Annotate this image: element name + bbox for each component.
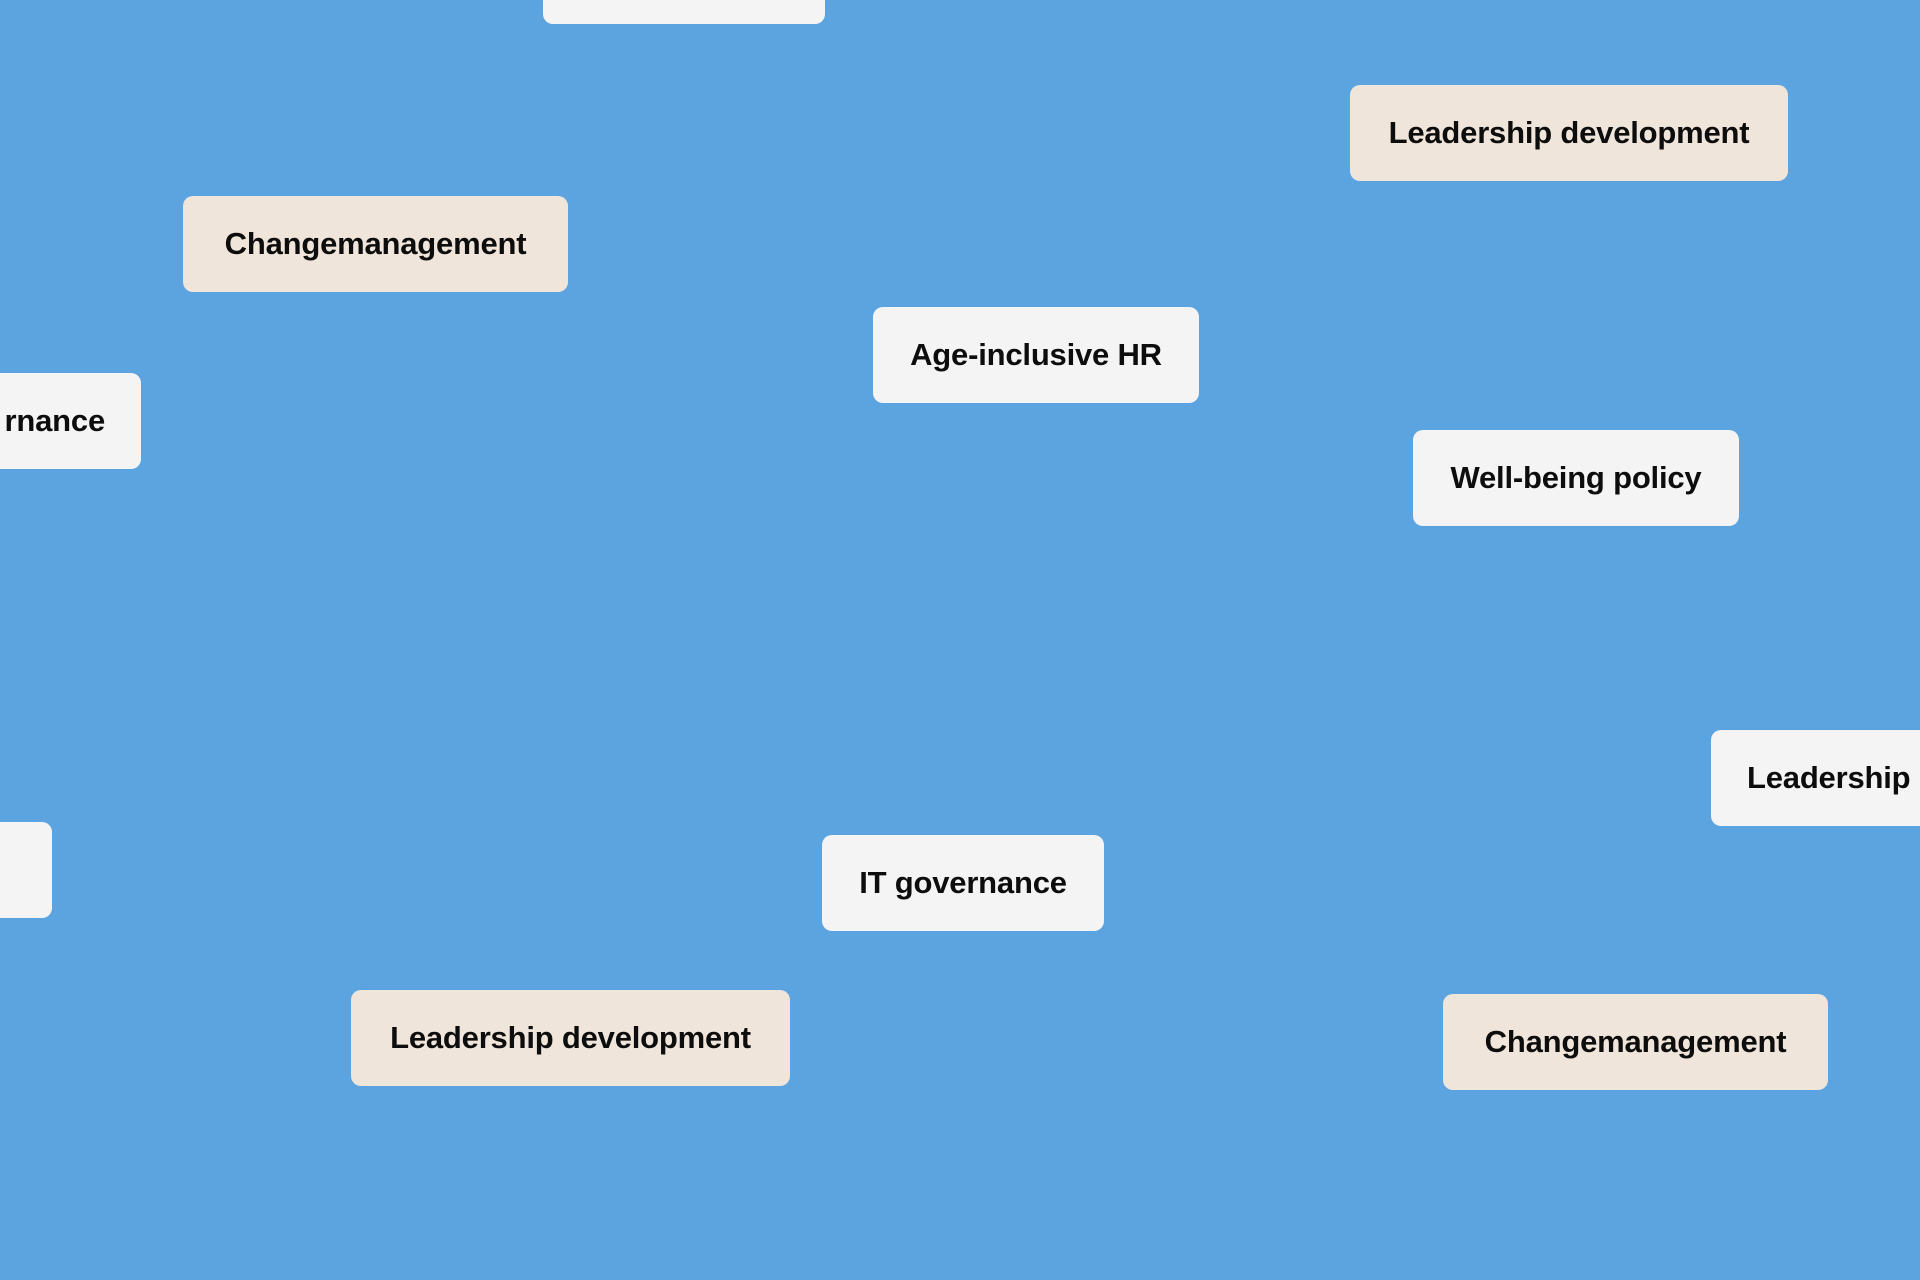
tag-it-governance[interactable]: IT governance [822,835,1104,931]
tag-changemanagement-bottom[interactable]: Changemanagement [1443,994,1828,1090]
tag-label: Well-being policy [1450,460,1702,495]
tag-well-being-policy[interactable]: Well-being policy [1413,430,1739,526]
tag-label: IT governance [859,865,1067,900]
tag-label: Leadership development [1388,115,1750,150]
tag-leadership-development-top[interactable]: Leadership development [1350,85,1788,181]
tag-changemanagement-top[interactable]: Changemanagement [183,196,568,292]
tag-label: Leadership development [390,1020,751,1055]
tag-left-partial[interactable] [0,822,52,918]
tag-age-inclusive-hr[interactable]: Age-inclusive HR [873,307,1199,403]
tag-top-partial[interactable] [543,0,825,24]
tag-label: Leadership [1747,760,1911,795]
tag-label: Changemanagement [1484,1024,1787,1059]
tag-governance-partial[interactable]: rnance [0,373,141,469]
tag-label: rnance [4,403,106,438]
tag-leadership-development-bottom[interactable]: Leadership development [351,990,790,1086]
tag-leadership-partial[interactable]: Leadership [1711,730,1920,826]
tag-label: Age-inclusive HR [910,337,1162,372]
tag-label: Changemanagement [224,226,527,261]
